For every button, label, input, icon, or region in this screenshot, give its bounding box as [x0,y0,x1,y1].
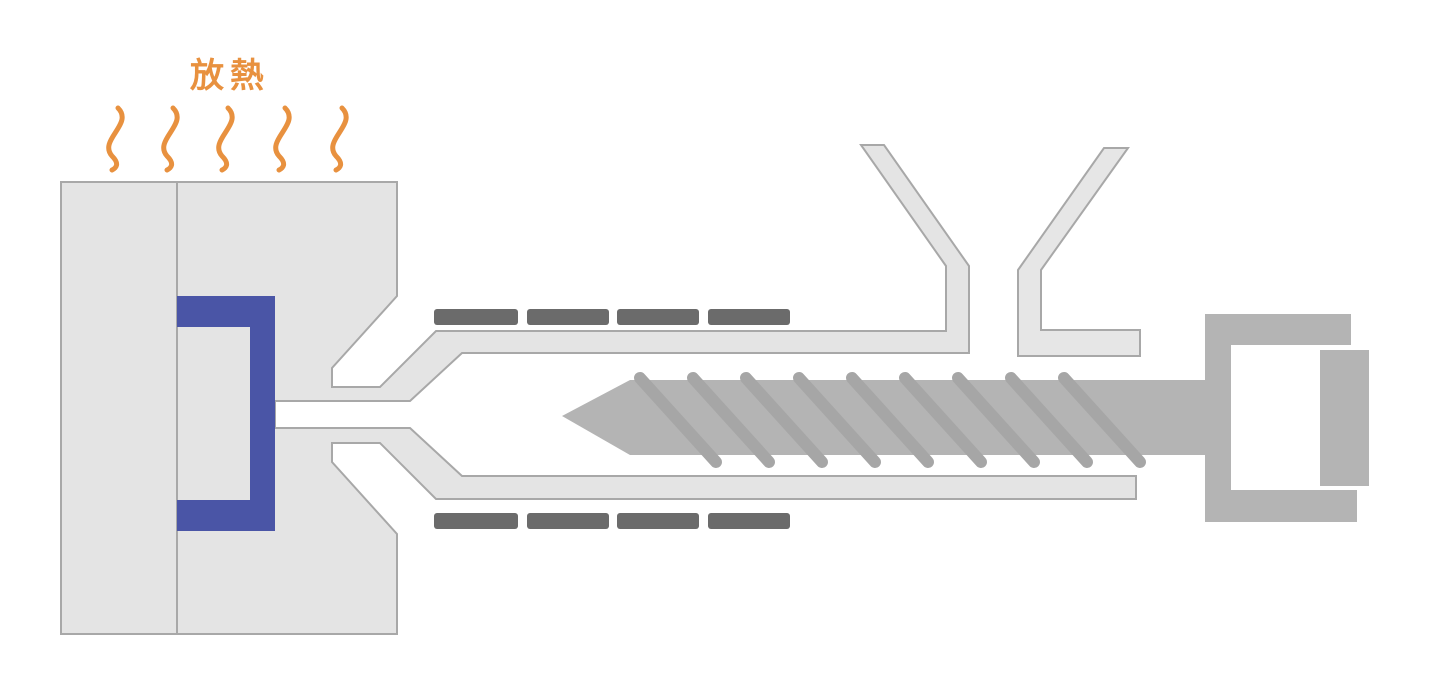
drive-unit [1205,314,1369,522]
heater-band-icon [617,309,699,325]
heat-release-label: 放熱 [190,56,270,96]
heater-band-icon [708,309,790,325]
screw-flights [634,372,1146,468]
screw-flight [1058,372,1146,468]
hopper-right-wall [1017,147,1141,357]
screw-flight [687,372,775,468]
mold-fixed-half [60,181,178,635]
heater-band-icon [527,309,609,325]
screw-flight [952,372,1040,468]
drive-housing [1205,314,1357,522]
drive-coupling [1320,350,1369,486]
heater-band-icon [708,513,790,529]
heater-band-icon [617,513,699,529]
screw-flight [793,372,881,468]
heat-wave-icon [330,105,349,173]
heater-band-icon [434,513,518,529]
screw-flight [899,372,987,468]
heat-wave-icon [216,105,235,173]
heat-waves-group [106,105,349,173]
molded-part [177,296,275,531]
heat-wave-icon [273,105,292,173]
heat-wave-icon [106,105,125,173]
screw-flight [846,372,934,468]
heater-band-icon [527,513,609,529]
screw [562,372,1230,468]
screw-flight [634,372,722,468]
heat-wave-icon [161,105,180,173]
heater-band-icon [434,309,518,325]
screw-flight [740,372,828,468]
screw-flight [1005,372,1093,468]
mold-moving-half [176,144,1137,635]
heater-bands [434,309,790,529]
